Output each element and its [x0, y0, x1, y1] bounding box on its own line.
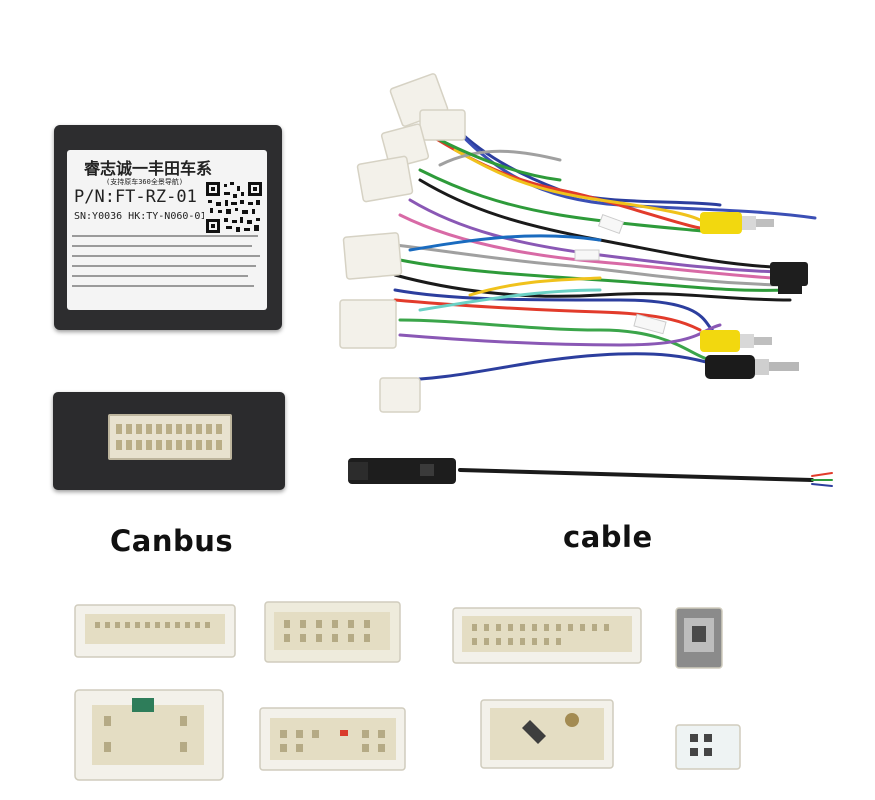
canbus-box-top: 睿志诚一丰田车系 (支持原车360全景导航) P/N:FT-RZ-01 SN:Y… — [54, 125, 282, 330]
spec-text-lines — [72, 235, 260, 287]
canbus-caption: Canbus — [110, 524, 234, 558]
canbus-part-number: P/N:FT-RZ-01 — [74, 187, 197, 207]
cable-caption: cable — [563, 520, 653, 554]
canbus-serial-text: SN:Y0036 HK:TY-N060-0103 — [74, 211, 219, 222]
qr-code-icon — [204, 180, 264, 235]
wiring-harness — [339, 73, 833, 487]
canbus-connector-port — [108, 414, 232, 460]
canbus-brand-text: 睿志诚一丰田车系 — [84, 159, 213, 178]
canbus-subtitle-text: (支持原车360全景导航) — [106, 178, 184, 186]
canbus-box-side — [53, 392, 285, 490]
